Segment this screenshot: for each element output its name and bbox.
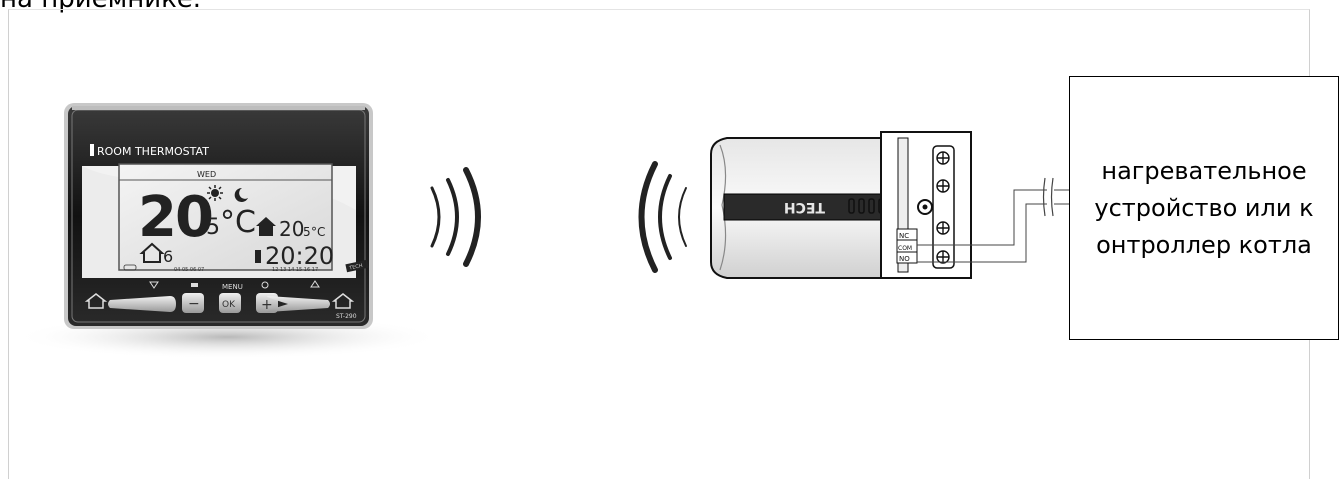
model-label: ST-290 [336, 313, 357, 320]
lcd-set-temp-decimal: 5 [303, 225, 311, 239]
lcd-clock: 20:20 [265, 242, 334, 270]
minus-label: − [188, 296, 200, 312]
room-thermostat: ROOM THERMOSTAT WED 20 5 °C 20 5 °C 6 [13, 103, 443, 359]
menu-label: MENU [222, 283, 243, 291]
signal-waves-outgoing [432, 170, 478, 264]
terminal-nc: NC [899, 232, 909, 240]
lcd-set-temp: 20 [279, 217, 304, 241]
lcd-main-temp-unit: °C [220, 205, 256, 240]
thermostat-title: ROOM THERMOSTAT [97, 145, 209, 158]
heating-device-box: нагревательное устройство или контроллер… [1069, 76, 1339, 340]
terminal-com: COM [898, 245, 912, 252]
terminal-no: NO [899, 255, 910, 263]
wireless-receiver: TECH NC COM NO [711, 132, 971, 278]
lcd-hours-right: 12 13 14 15 16 17 [272, 267, 318, 273]
heating-device-label: нагревательное устройство или контроллер… [1094, 153, 1314, 264]
lcd-hours-left: 04 05 06 07 [174, 267, 204, 273]
ok-label: OK [222, 300, 236, 310]
lcd-main-temp-decimal: 5 [206, 215, 220, 240]
lcd-set-temp-unit: °C [311, 225, 325, 239]
receiver-brand: TECH [784, 199, 825, 215]
lcd-main-temp: 20 [138, 185, 212, 250]
sun-icon [207, 185, 223, 201]
signal-waves-incoming [642, 164, 687, 270]
lcd-zone-number: 6 [163, 247, 173, 266]
lcd-day: WED [197, 170, 216, 179]
battery-icon [255, 250, 261, 263]
